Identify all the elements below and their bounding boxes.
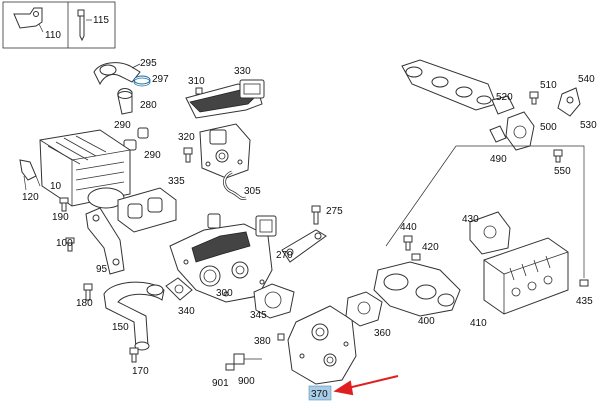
bolt-180 bbox=[83, 283, 93, 301]
gasket-340 bbox=[165, 277, 193, 301]
part-label-900[interactable]: 900 bbox=[238, 376, 255, 387]
sensor-900 bbox=[225, 353, 262, 371]
bolt-100 bbox=[65, 237, 75, 252]
part-label-335[interactable]: 335 bbox=[168, 176, 185, 187]
part-label-190[interactable]: 190 bbox=[52, 212, 69, 223]
bolt-380 bbox=[277, 333, 285, 341]
bolt-275 bbox=[311, 205, 321, 225]
actuator-330 bbox=[185, 79, 265, 119]
part-label-150[interactable]: 150 bbox=[112, 322, 129, 333]
egr-valve-body bbox=[199, 123, 251, 179]
part-label-360[interactable]: 360 bbox=[374, 328, 391, 339]
egr-pipe-295 bbox=[93, 62, 141, 86]
part-label-540[interactable]: 540 bbox=[578, 74, 595, 85]
bolt-550 bbox=[553, 149, 563, 163]
part-label-345[interactable]: 345 bbox=[250, 310, 267, 321]
gasket-360 bbox=[345, 291, 383, 327]
part-label-370[interactable]: 370 bbox=[311, 389, 328, 400]
part-label-380[interactable]: 380 bbox=[254, 336, 271, 347]
turbo-connector-500 bbox=[505, 111, 535, 151]
part-label-500[interactable]: 500 bbox=[540, 122, 557, 133]
bolt-435 bbox=[579, 279, 589, 287]
gasket-345 bbox=[253, 283, 295, 319]
part-label-530[interactable]: 530 bbox=[580, 120, 597, 131]
bolt-420 bbox=[411, 253, 421, 261]
part-label-901[interactable]: 901 bbox=[212, 378, 229, 389]
part-label-180[interactable]: 180 bbox=[76, 298, 93, 309]
part-label-10[interactable]: 10 bbox=[50, 181, 62, 192]
bolt-320 bbox=[183, 147, 193, 163]
pipe-150 bbox=[103, 281, 165, 351]
part-label-430[interactable]: 430 bbox=[462, 214, 479, 225]
part-label-275[interactable]: 275 bbox=[326, 206, 343, 217]
gasket-290 bbox=[123, 127, 149, 151]
part-label-100[interactable]: 100 bbox=[56, 238, 73, 249]
pointer-arrow-icon bbox=[333, 375, 399, 396]
bolt-170 bbox=[129, 347, 139, 363]
part-label-550[interactable]: 550 bbox=[554, 166, 571, 177]
part-label-115[interactable]: 115 bbox=[93, 15, 109, 26]
part-label-310[interactable]: 310 bbox=[188, 76, 205, 87]
part-label-110[interactable]: 110 bbox=[45, 30, 61, 41]
part-label-290-a[interactable]: 290 bbox=[114, 120, 131, 131]
housing-370 bbox=[287, 305, 357, 385]
cylinder-head-410 bbox=[483, 237, 569, 315]
part-label-520[interactable]: 520 bbox=[496, 92, 513, 103]
bracket-430 bbox=[469, 211, 511, 255]
part-label-440[interactable]: 440 bbox=[400, 222, 417, 233]
part-label-410[interactable]: 410 bbox=[470, 318, 487, 329]
egr-cooler bbox=[35, 129, 131, 209]
part-label-330[interactable]: 330 bbox=[234, 66, 251, 77]
gasket-520 bbox=[491, 95, 515, 115]
part-label-305[interactable]: 305 bbox=[244, 186, 261, 197]
part-label-400[interactable]: 400 bbox=[418, 316, 435, 327]
bolt-510 bbox=[529, 91, 539, 105]
part-label-300[interactable]: 300 bbox=[216, 288, 233, 299]
part-label-170[interactable]: 170 bbox=[132, 366, 149, 377]
bolt-190 bbox=[59, 197, 69, 212]
egr-module-300 bbox=[169, 213, 277, 303]
bracket-95 bbox=[85, 207, 125, 275]
part-label-420[interactable]: 420 bbox=[422, 242, 439, 253]
hose-305 bbox=[223, 170, 247, 200]
gasket-490 bbox=[489, 125, 507, 143]
part-label-290-b[interactable]: 290 bbox=[144, 150, 161, 161]
highlight-box bbox=[308, 385, 332, 401]
bolt-440 bbox=[403, 235, 413, 251]
part-label-297[interactable]: 297 bbox=[152, 74, 169, 85]
exhaust-manifold bbox=[401, 59, 497, 111]
part-label-510[interactable]: 510 bbox=[540, 80, 557, 91]
part-label-295[interactable]: 295 bbox=[140, 58, 157, 69]
part-label-270[interactable]: 270 bbox=[276, 250, 293, 261]
part-label-490[interactable]: 490 bbox=[490, 154, 507, 165]
connector-280 bbox=[117, 88, 133, 115]
inset-box bbox=[2, 1, 116, 49]
part-label-95[interactable]: 95 bbox=[96, 264, 108, 275]
gasket-335 bbox=[117, 187, 177, 233]
part-label-320[interactable]: 320 bbox=[178, 132, 195, 143]
part-label-340[interactable]: 340 bbox=[178, 306, 195, 317]
bracket-530 bbox=[557, 87, 581, 117]
bracket-270 bbox=[281, 229, 327, 263]
clamp-297 bbox=[133, 75, 151, 87]
part-label-120[interactable]: 120 bbox=[22, 192, 39, 203]
bracket-120 bbox=[19, 159, 37, 191]
manifold-400 bbox=[373, 261, 461, 317]
part-label-435[interactable]: 435 bbox=[576, 296, 593, 307]
part-label-280[interactable]: 280 bbox=[140, 100, 157, 111]
